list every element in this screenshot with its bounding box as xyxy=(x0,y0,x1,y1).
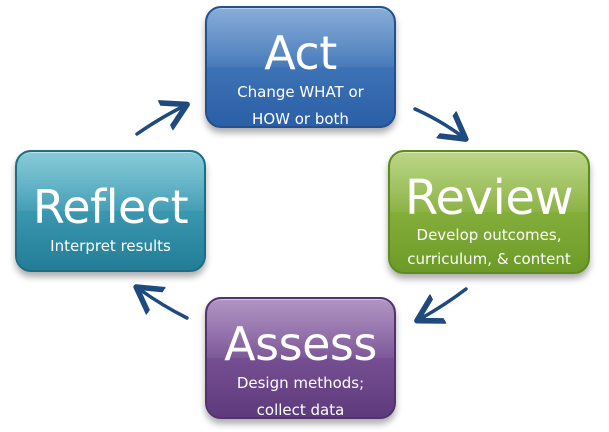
arrow-act-to-review xyxy=(413,107,463,137)
arrow-review-to-assess xyxy=(420,287,468,319)
arrow-reflect-to-act xyxy=(135,106,184,136)
assess-box: Assess Design methods; collect data xyxy=(205,297,396,419)
review-box: Review Develop outcomes, curriculum, & c… xyxy=(388,150,590,274)
review-line-2: curriculum, & content xyxy=(407,250,571,268)
review-title: Review xyxy=(404,170,574,226)
act-line-1: Change WHAT or xyxy=(237,83,364,101)
act-title: Act xyxy=(264,26,337,80)
assess-line-2: collect data xyxy=(256,401,345,419)
act-line-2: HOW or both xyxy=(252,110,349,128)
reflect-title: Reflect xyxy=(32,180,189,234)
reflect-line-1: Interpret results xyxy=(50,237,171,255)
arrow-assess-to-reflect xyxy=(139,289,189,320)
review-line-1: Develop outcomes, xyxy=(416,226,562,244)
act-box: Act Change WHAT or HOW or both xyxy=(205,6,396,128)
reflect-box: Reflect Interpret results xyxy=(15,150,206,272)
assess-title: Assess xyxy=(224,317,377,371)
assess-line-1: Design methods; xyxy=(236,374,365,392)
